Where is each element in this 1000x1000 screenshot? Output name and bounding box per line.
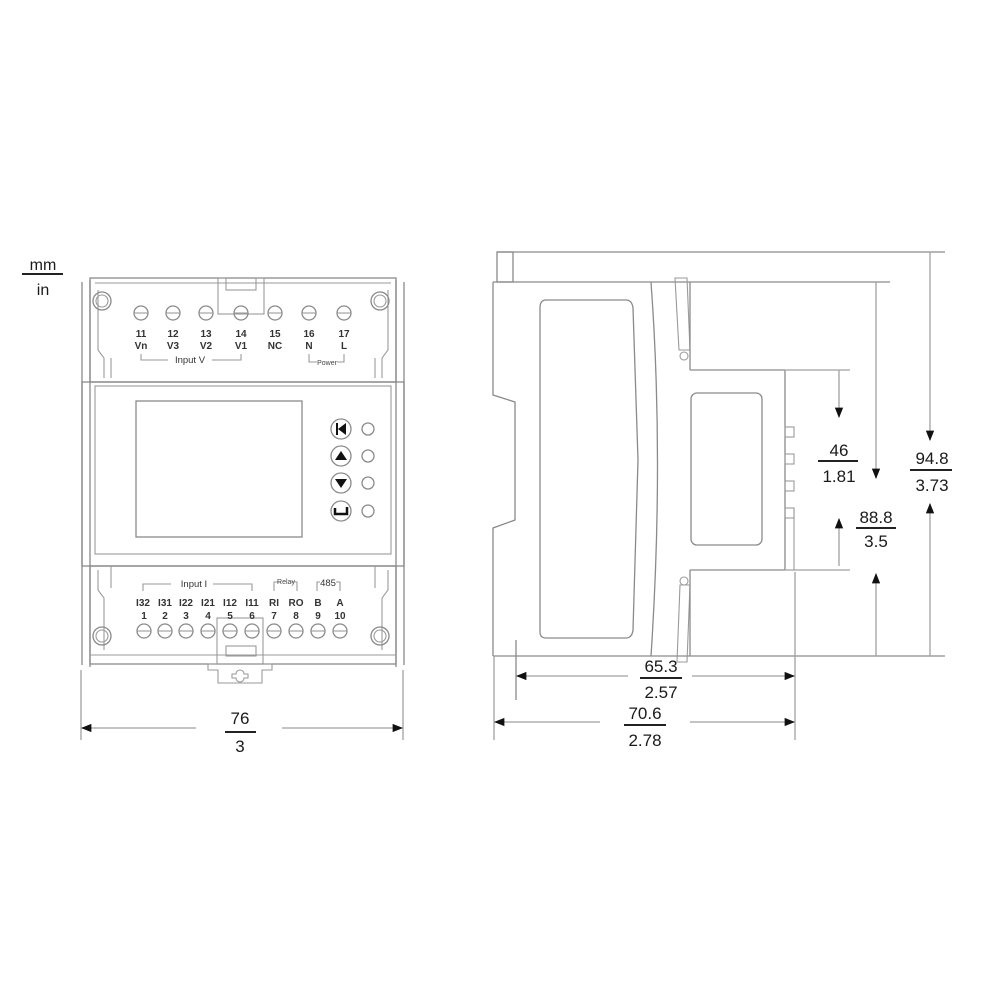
- terminal-6: I11 6: [244, 598, 260, 639]
- terminal-8: RO 8: [288, 598, 304, 639]
- terminal-15: 15 NC: [267, 305, 283, 352]
- terminal-5: I12 5: [222, 598, 238, 639]
- svg-text:V3: V3: [167, 341, 180, 352]
- svg-text:Vn: Vn: [135, 341, 148, 352]
- up-button[interactable]: [330, 445, 352, 467]
- svg-text:11: 11: [136, 329, 147, 340]
- svg-text:9: 9: [315, 611, 321, 622]
- group-input-v: Input V: [175, 355, 206, 366]
- body-height-dimension: 88.8 3.5: [856, 282, 896, 656]
- side-view: 46 1.81 88.8 3.5 94.8 3.73 65.3 2: [492, 251, 952, 750]
- svg-text:7: 7: [271, 611, 277, 622]
- bottom-terminal-block: Input I Relay 485 I32 1 I31 2 I22 3 I21: [136, 578, 348, 639]
- width-mm: 76: [231, 709, 250, 728]
- down-button[interactable]: [330, 472, 352, 494]
- svg-text:RI: RI: [269, 598, 279, 609]
- terminal-11: 11 Vn: [133, 305, 149, 352]
- svg-text:8: 8: [293, 611, 299, 622]
- group-relay: Relay: [277, 579, 295, 586]
- svg-text:4: 4: [205, 611, 211, 622]
- enter-icon: [333, 507, 349, 516]
- svg-text:15: 15: [269, 329, 281, 340]
- led-indicator: [361, 476, 375, 490]
- total-depth-dimension: 70.6 2.78: [493, 656, 796, 750]
- svg-text:17: 17: [338, 329, 350, 340]
- lcd-screen: [135, 400, 303, 538]
- up-arrow-icon: [335, 451, 347, 460]
- units-legend: mm in: [22, 257, 63, 299]
- depth-in: 2.57: [644, 683, 677, 702]
- svg-text:V1: V1: [235, 341, 248, 352]
- terminal-16: 16 N: [301, 305, 317, 352]
- svg-text:V2: V2: [200, 341, 213, 352]
- back-icon: [336, 423, 346, 435]
- svg-text:I12: I12: [223, 598, 237, 609]
- terminal-12: 12 V3: [165, 305, 181, 352]
- front-view: 11 Vn 12 V3 13 V2 14 V1 15 NC: [80, 277, 405, 756]
- total-height-mm: 94.8: [915, 449, 948, 468]
- terminal-14: 14 V1: [233, 305, 249, 352]
- svg-text:N: N: [305, 341, 312, 352]
- svg-text:3: 3: [183, 611, 189, 622]
- front-height-in: 1.81: [822, 467, 855, 486]
- width-dimension: 76 3: [80, 670, 404, 756]
- svg-text:1: 1: [141, 611, 147, 622]
- front-height-mm: 46: [830, 441, 849, 460]
- terminal-1: I32 1: [136, 598, 152, 639]
- svg-text:10: 10: [334, 611, 346, 622]
- terminal-10: A 10: [332, 598, 348, 639]
- svg-text:B: B: [314, 598, 321, 609]
- terminal-3: I22 3: [178, 598, 194, 639]
- group-485: 485: [320, 578, 336, 589]
- svg-text:A: A: [336, 598, 343, 609]
- total-height-dimension: 94.8 3.73: [910, 252, 952, 656]
- group-power: Power: [317, 360, 338, 367]
- led-indicator: [361, 504, 375, 518]
- svg-text:14: 14: [235, 329, 247, 340]
- svg-text:I31: I31: [158, 598, 172, 609]
- unit-mm: mm: [30, 257, 57, 274]
- svg-text:RO: RO: [289, 598, 304, 609]
- unit-in: in: [37, 282, 49, 299]
- svg-text:I21: I21: [201, 598, 215, 609]
- total-depth-in: 2.78: [628, 731, 661, 750]
- down-arrow-icon: [335, 479, 347, 488]
- body-height-mm: 88.8: [859, 508, 892, 527]
- total-height-in: 3.73: [915, 476, 948, 495]
- svg-text:I22: I22: [179, 598, 193, 609]
- depth-dimension: 65.3 2.57: [515, 572, 796, 740]
- total-depth-mm: 70.6: [628, 704, 661, 723]
- top-terminal-block: 11 Vn 12 V3 13 V2 14 V1 15 NC: [133, 305, 352, 367]
- enter-button[interactable]: [330, 500, 352, 522]
- svg-text:6: 6: [249, 611, 255, 622]
- svg-text:I11: I11: [245, 598, 259, 609]
- svg-text:13: 13: [200, 329, 212, 340]
- terminal-7: RI 7: [266, 598, 282, 639]
- svg-text:12: 12: [167, 329, 179, 340]
- front-panel-buttons: [330, 418, 375, 522]
- svg-text:I32: I32: [136, 598, 150, 609]
- led-indicator: [361, 449, 375, 463]
- terminal-4: I21 4: [200, 598, 216, 639]
- terminal-9: B 9: [310, 598, 326, 639]
- svg-text:5: 5: [227, 611, 233, 622]
- depth-mm: 65.3: [644, 657, 677, 676]
- svg-text:2: 2: [162, 611, 168, 622]
- svg-text:L: L: [341, 341, 347, 352]
- terminal-17: 17 L: [336, 305, 352, 352]
- led-indicator: [361, 422, 375, 436]
- body-height-in: 3.5: [864, 532, 888, 551]
- terminal-2: I31 2: [157, 598, 173, 639]
- terminal-13: 13 V2: [198, 305, 214, 352]
- front-height-dimension: 46 1.81: [786, 369, 858, 571]
- width-in: 3: [235, 737, 244, 756]
- back-button[interactable]: [330, 418, 352, 440]
- group-input-i: Input I: [181, 579, 207, 590]
- svg-text:16: 16: [303, 329, 315, 340]
- svg-text:NC: NC: [268, 341, 282, 352]
